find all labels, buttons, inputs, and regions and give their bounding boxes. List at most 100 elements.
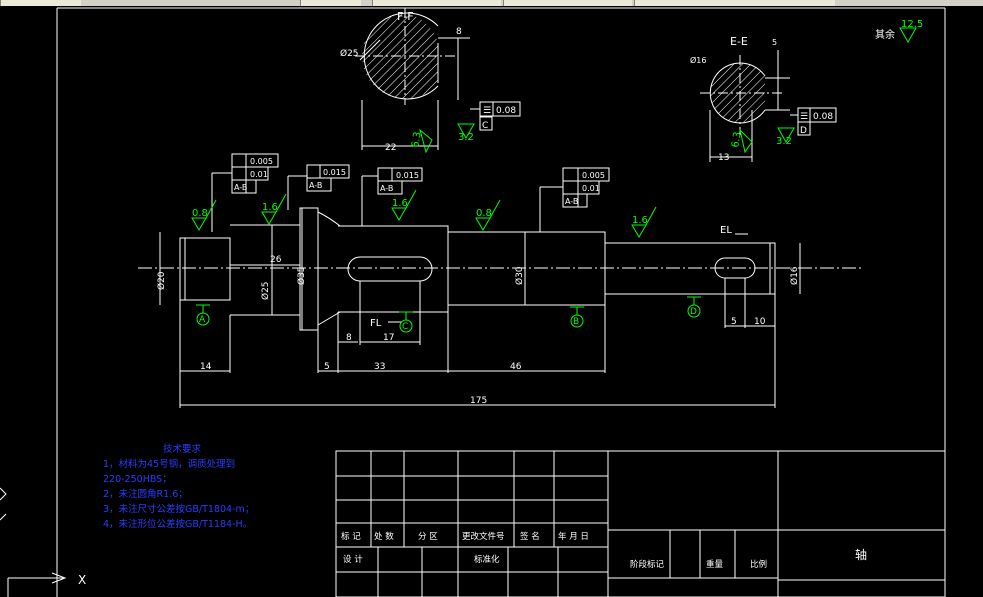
dim-len-14: 14 [200,362,212,372]
shaft-roughness-values: 0.8 1.6 1.6 0.8 1.6 [192,198,648,226]
section-cut-labels: FL EL [370,225,748,329]
rough-value: 1.6 [632,215,648,226]
ee-dia-label: Ø16 [690,55,706,65]
tb-scale: 比例 [750,560,768,570]
ee-key-depth: 5 [772,38,777,47]
tb-label: 标 记 [341,532,361,542]
ff-flat-tol: 0.08 [496,106,516,116]
fcf2-runout: 0.015 [323,168,346,177]
tb-label: 分 区 [418,532,438,542]
toolbar-segment[interactable] [634,0,835,6]
tech-req-line: 1，材料为45号钢，调质处理到 [103,459,236,470]
dim-len-5b: 5 [731,317,737,327]
rough-value: 0.8 [476,208,492,219]
datum-b-marker: B [570,306,584,328]
datum-c-marker: C [399,311,413,333]
fcf3-datum: A-B [380,184,393,193]
tech-req-line: 2，未注圆角R1.6； [103,489,188,500]
fcf1-datum: A-B [234,183,247,192]
rest-roughness-value: 12.5 [901,19,923,30]
fcf-4: 0.005 0.01 A-B [539,167,610,232]
shaft-main-view [138,207,862,331]
dim-len-10: 10 [754,317,766,327]
fcf4-cyl: 0.01 [582,184,600,193]
tech-req-line: 3，未注尺寸公差按GB/T1804-m； [103,504,255,515]
ff-datum-c: C [482,121,488,131]
ucs-x-label: X [78,573,86,587]
toolbar-segment[interactable] [503,0,632,6]
ee-rough-3-2: 3.2 [776,136,792,147]
shaft-dimensions [159,208,801,408]
section-ee: E-E Ø16 5 13 ☰ 0.08 D 6.3 3.2 [690,35,837,163]
datum-a-label: A [199,315,206,325]
toolbar-segment[interactable] [300,0,361,6]
toolbar-segment[interactable] [0,0,81,6]
shaft-roughness [191,189,657,238]
tb-stage: 阶段标记 [630,560,665,570]
dim-d35: Ø35 [296,266,307,285]
rough-value: 1.6 [392,198,408,209]
fcf-3: 0.015 A-B [361,167,423,226]
ee-width-dim: 13 [718,153,729,163]
tb-standard: 标准化 [474,555,500,565]
dim-len-8: 8 [346,333,352,343]
ee-flat-tol: 0.08 [813,112,833,122]
ucs-icon: X [0,487,86,597]
tb-label: 年 月 日 [558,532,589,542]
tb-design: 设 计 [343,555,363,565]
fcf1-cyl: 0.01 [250,170,268,179]
section-ee-title: E-E [730,35,748,48]
ff-width-dim: 22 [385,143,396,153]
ff-rough-3-2: 3.2 [458,132,474,143]
datum-markers: A C B D [196,296,701,333]
dim-d16: Ø16 [789,266,800,285]
tb-weight: 重量 [706,560,724,570]
cut-label-el: EL [720,225,732,236]
toolbar-segment[interactable] [372,0,501,6]
ff-rough-6-3: 6.3 [410,131,424,149]
fcf1-runout: 0.005 [250,157,273,166]
ff-flat-symbol: ☰ [483,106,491,116]
rough-value: 1.6 [262,202,278,213]
datum-a-marker: A [196,304,210,326]
ff-dia-label: Ø25 [340,48,359,59]
dim-len-26: 26 [270,255,282,265]
window-toolbar-strip [0,0,983,6]
tb-label: 更改文件号 [462,532,505,542]
datum-c-label: C [402,322,408,332]
tb-label: 签 名 [520,532,540,542]
tb-part-name: 轴 [855,548,868,562]
tech-req-title: 技术要求 [163,444,202,455]
dim-d25: Ø25 [260,281,271,300]
fcf4-datum: A-B [565,197,578,206]
rough-value: 0.8 [192,208,208,219]
cut-label-fl: FL [370,318,382,329]
technical-requirements: 技术要求 1，材料为45号钢，调质处理到 220-250HBS； 2，未注圆角R… [103,442,254,532]
dim-len-46: 46 [510,362,522,372]
dim-len-17: 17 [383,333,394,343]
datum-b-label: B [573,317,579,327]
dim-d20: Ø20 [156,271,167,290]
fcf4-runout: 0.005 [582,171,605,180]
datum-d-label: D [690,307,697,317]
tech-req-line: 220-250HBS； [103,474,172,485]
ee-rough-6-3: 6.3 [730,131,744,149]
title-block [335,450,946,597]
fcf3-runout: 0.015 [396,171,419,180]
fcf-2: 0.015 A-B [287,164,350,210]
dim-total-175: 175 [470,396,487,406]
dim-len-5a: 5 [324,362,330,372]
dim-len-33: 33 [374,362,385,372]
fcf-1: 0.005 0.01 A-B [211,153,279,232]
ff-key-depth: 8 [456,27,462,37]
datum-d-marker: D [687,296,701,318]
dim-d30: Ø30 [514,266,525,285]
ee-flat-symbol: ☰ [800,112,808,122]
dimension-labels: Ø20 Ø25 Ø35 Ø30 Ø16 26 14 5 8 17 33 46 5… [156,255,800,406]
tb-label: 处 数 [374,532,394,542]
rest-roughness-label: 其余 [875,28,895,41]
rest-roughness: 其余 12.5 [875,19,923,44]
tech-req-line: 4，未注形位公差按GB/T1184-H。 [103,519,253,530]
ee-datum-d: D [800,126,807,136]
